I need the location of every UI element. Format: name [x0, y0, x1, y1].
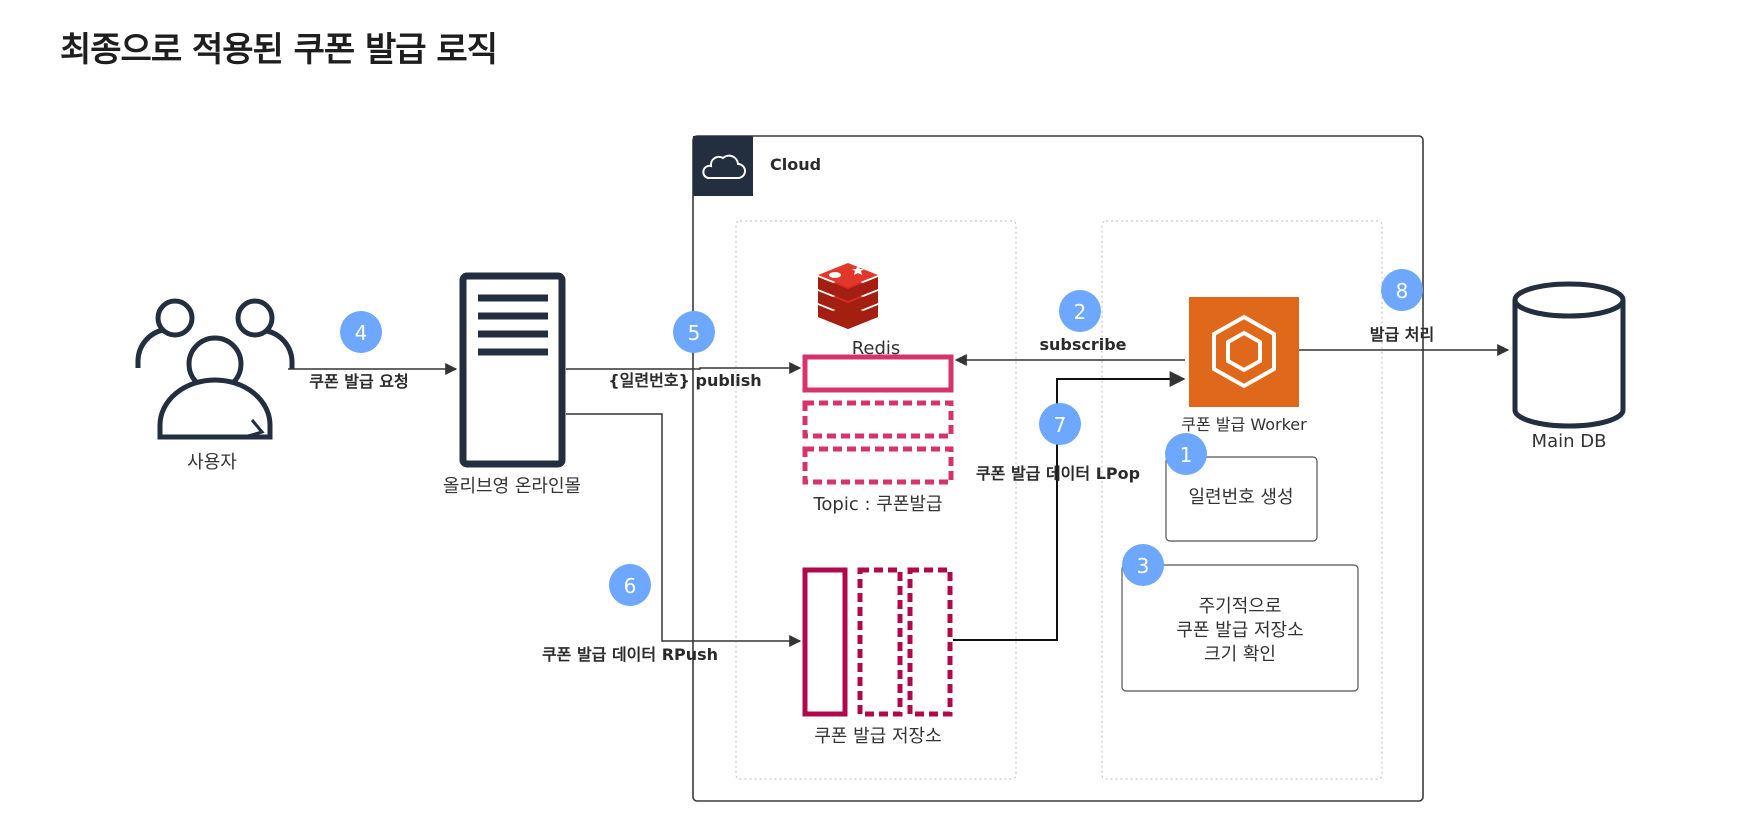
serial-note: 일련번호 생성	[1188, 487, 1293, 508]
step-badge-8: 8	[1381, 269, 1423, 311]
db-label: Main DB	[1532, 431, 1607, 452]
check-note-box	[1121, 564, 1359, 692]
database-icon	[1512, 281, 1626, 429]
server-icon	[459, 272, 566, 468]
svg-text:8: 8	[1396, 279, 1409, 303]
users-icon	[135, 298, 295, 440]
check-note-line3: 크기 확인	[1204, 644, 1276, 665]
page-title: 최종으로 적용된 쿠폰 발급 로직	[60, 30, 498, 70]
svg-text:7: 7	[1054, 413, 1067, 437]
svg-text:5: 5	[688, 321, 701, 345]
topic-queue	[802, 354, 954, 485]
cloud-icon	[702, 154, 746, 179]
request-label: 쿠폰 발급 요청	[309, 372, 408, 391]
step-badge-5: 5	[673, 311, 715, 353]
svg-text:6: 6	[624, 574, 637, 598]
step-badge-4: 4	[340, 311, 382, 353]
mall-label: 올리브영 온라인몰	[443, 476, 581, 497]
worker-container	[1101, 220, 1383, 780]
svg-text:3: 3	[1137, 554, 1150, 578]
check-note-line2: 쿠폰 발급 저장소	[1176, 620, 1303, 641]
topic-label: Topic : 쿠폰발급	[812, 494, 942, 515]
svg-text:1: 1	[1180, 443, 1193, 467]
cloud-group: Cloud	[692, 135, 1424, 802]
step-badge-3: 3	[1122, 544, 1164, 586]
step-badge-6: 6	[609, 564, 651, 606]
svg-text:2: 2	[1074, 300, 1087, 324]
arrow-lpop	[953, 371, 1186, 641]
svg-text:4: 4	[355, 321, 368, 345]
check-note-line1: 주기적으로	[1199, 596, 1282, 617]
worker-icon	[1189, 297, 1299, 407]
lpop-label: 쿠폰 발급 데이터 LPop	[976, 464, 1140, 483]
process-label: 발급 처리	[1370, 325, 1434, 344]
redis-logo-icon	[818, 263, 878, 329]
step-badge-7: 7	[1039, 403, 1081, 445]
subscribe-label: subscribe	[1039, 335, 1126, 354]
coupon-store-list	[802, 567, 953, 717]
step-badge-2: 2	[1059, 290, 1101, 332]
store-label: 쿠폰 발급 저장소	[814, 726, 941, 747]
rpush-label: 쿠폰 발급 데이터 RPush	[542, 645, 718, 664]
serial-note-box	[1165, 456, 1318, 542]
arrow-publish	[566, 362, 802, 374]
arrow-rpush	[566, 413, 802, 647]
user-label: 사용자	[187, 452, 237, 473]
cloud-label: Cloud	[770, 155, 821, 174]
worker-label: 쿠폰 발급 Worker	[1181, 415, 1307, 434]
redis-label: Redis	[852, 338, 901, 359]
publish-label: {일련번호} publish	[608, 371, 761, 390]
redis-container	[735, 220, 1017, 780]
step-badge-1: 1	[1165, 433, 1207, 475]
